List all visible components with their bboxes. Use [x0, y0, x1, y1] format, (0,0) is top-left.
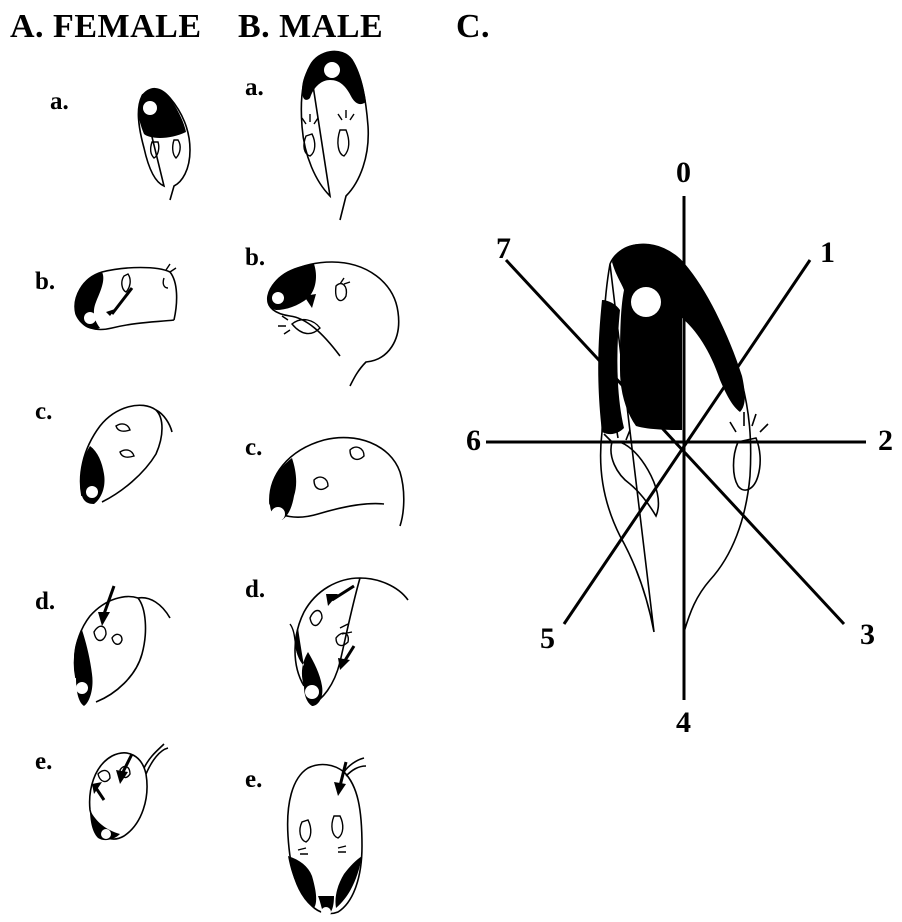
female-rat-e: [82, 740, 182, 850]
compass-label-7: 7: [496, 232, 511, 266]
female-label-c: c.: [35, 398, 52, 426]
male-label-d: d.: [245, 576, 265, 604]
male-heading: B. MALE: [238, 8, 383, 46]
female-rat-d: [66, 578, 186, 718]
male-rat-c: [264, 430, 414, 530]
female-rat-a: [130, 82, 210, 202]
male-rat-d: [282, 566, 422, 712]
male-label-a: a.: [245, 74, 264, 102]
compass-rat-head-patch: [598, 244, 745, 434]
compass-rat-eye: [631, 287, 661, 317]
male-rat-a: [290, 46, 390, 222]
compass-label-5: 5: [540, 622, 555, 656]
panel-c-heading: C.: [456, 8, 490, 46]
female-heading: A. FEMALE: [10, 8, 202, 46]
male-label-e: e.: [245, 766, 262, 794]
compass-label-2: 2: [878, 424, 893, 458]
female-label-d: d.: [35, 588, 55, 616]
female-rat-b: [66, 258, 196, 338]
compass-label-6: 6: [466, 424, 481, 458]
female-label-e: e.: [35, 748, 52, 776]
female-label-a: a.: [50, 88, 69, 116]
male-label-c: c.: [245, 434, 262, 462]
male-rat-e: [278, 756, 378, 922]
compass-label-0: 0: [676, 156, 691, 190]
compass-label-3: 3: [860, 618, 875, 652]
compass-label-4: 4: [676, 706, 691, 740]
female-rat-c: [72, 396, 182, 516]
female-label-b: b.: [35, 268, 55, 296]
male-rat-b: [262, 252, 412, 392]
compass-label-1: 1: [820, 236, 835, 270]
